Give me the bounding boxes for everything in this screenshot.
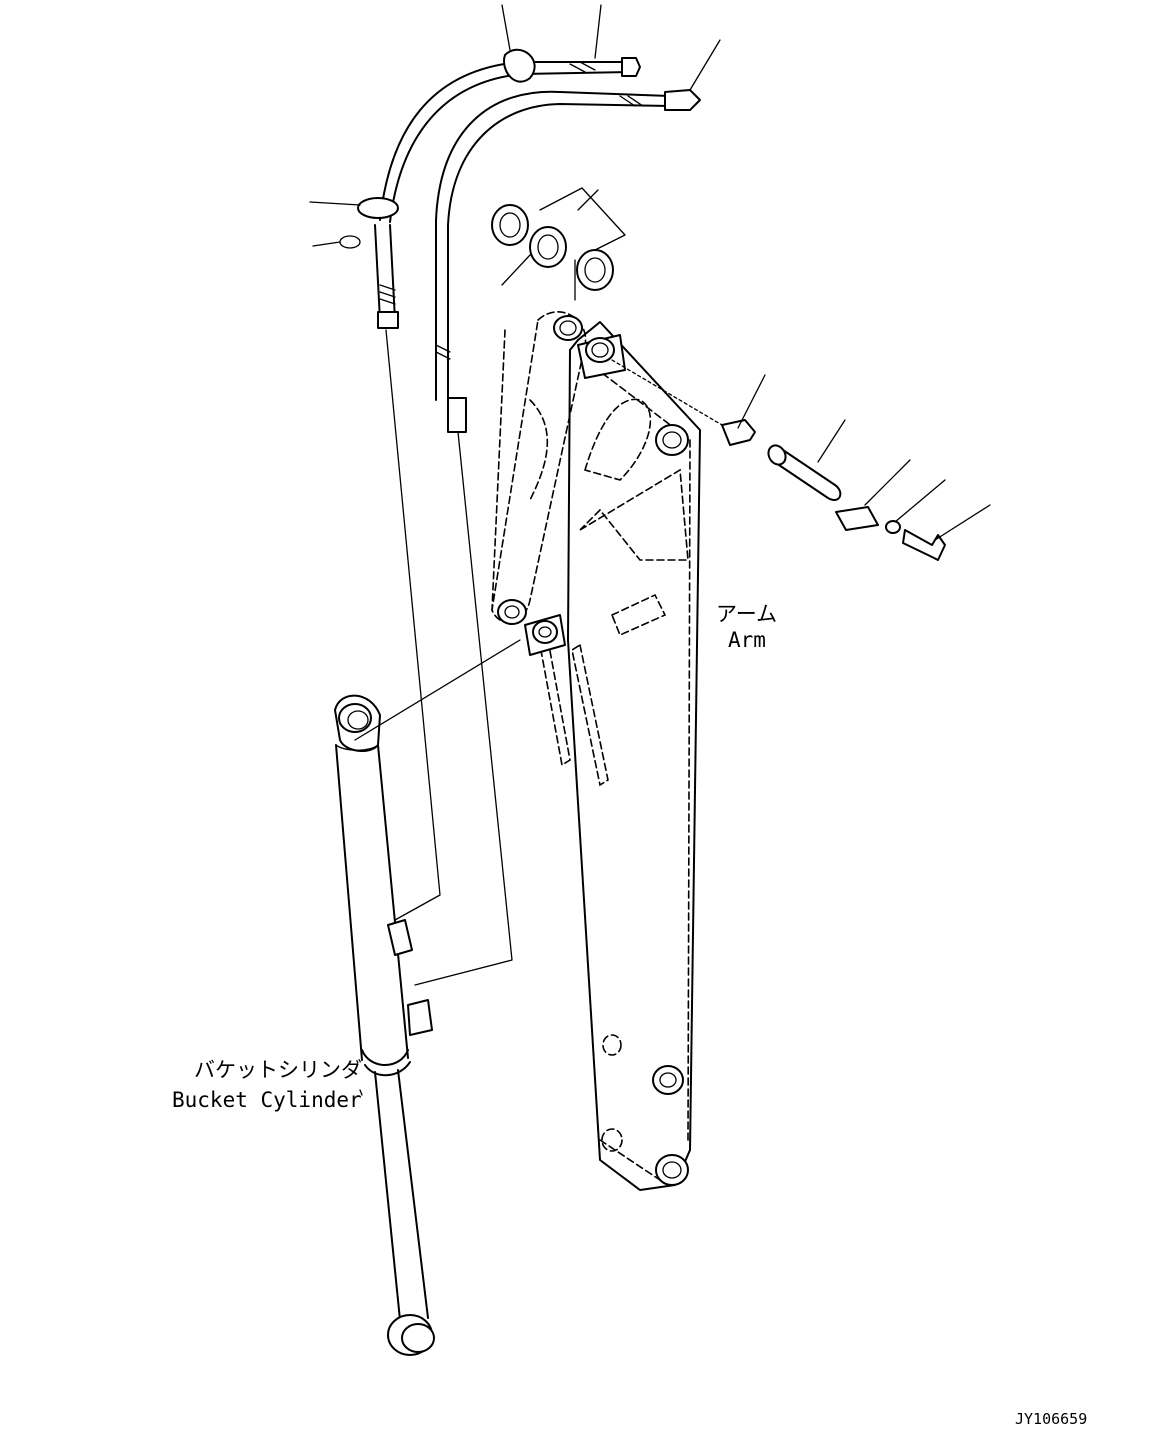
arm-label-en: Arm <box>728 628 766 652</box>
arm-label-jp: アーム <box>716 602 778 626</box>
bucket-cylinder <box>334 639 521 1356</box>
boss-top-rear <box>553 315 583 341</box>
drawing-id: JY106659 <box>1015 1410 1088 1428</box>
bucket-cylinder-label-jp: バケットシリンダ <box>194 1058 362 1082</box>
leader-lines <box>359 1089 363 1096</box>
arm <box>491 311 701 1191</box>
boss-top-front <box>585 337 615 363</box>
bucket-cylinder-label-en: Bucket Cylinder <box>172 1088 362 1112</box>
hoses <box>309 4 721 986</box>
boss-arm-tip <box>655 424 689 456</box>
shims <box>491 187 626 301</box>
pin-parts <box>611 359 991 561</box>
